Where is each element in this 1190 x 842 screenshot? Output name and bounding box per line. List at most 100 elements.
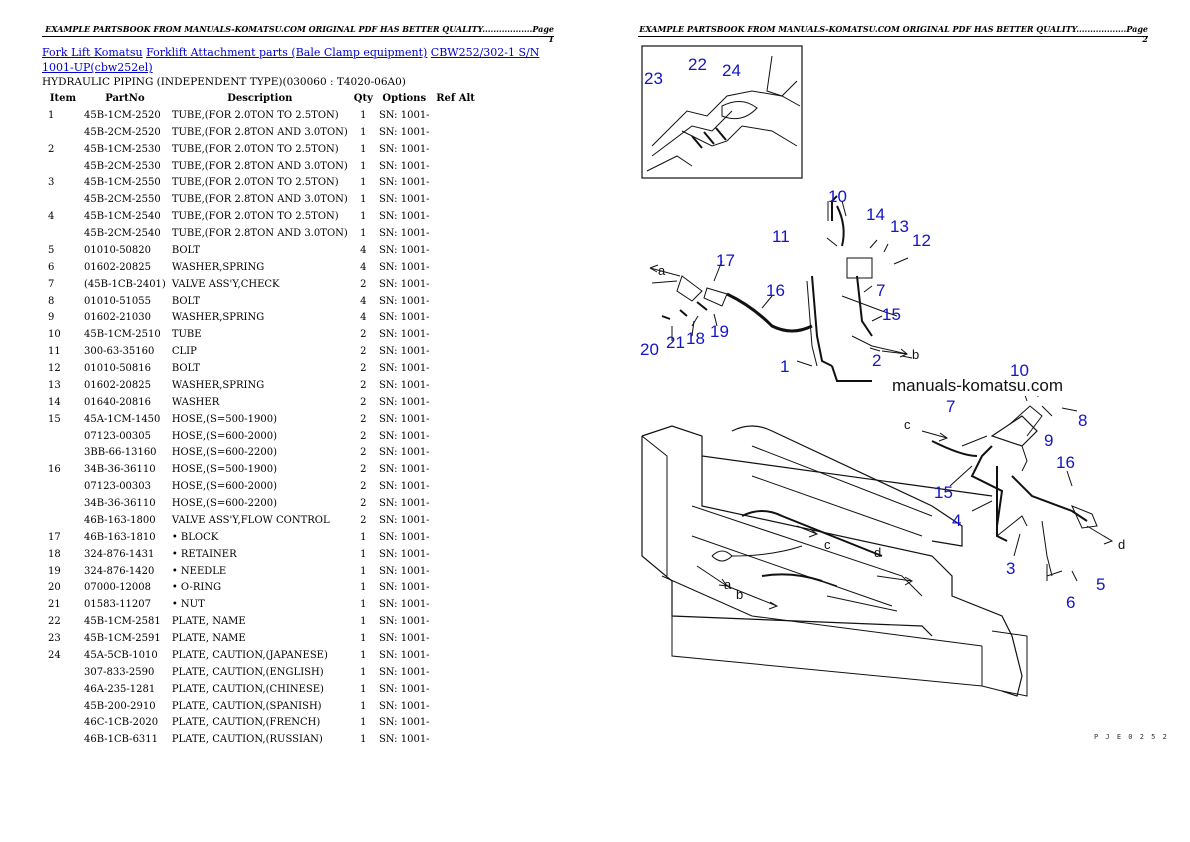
- callout-3: 3: [1006, 559, 1016, 578]
- cell-options: SN: 1001-: [378, 228, 430, 240]
- cell-refalt: [433, 411, 479, 428]
- cell-refalt: [433, 259, 479, 276]
- cell-partno: 01010-51055: [84, 295, 152, 307]
- cell-options: SN: 1001-: [378, 160, 430, 172]
- cell-qty: 1: [360, 143, 367, 155]
- cell-partno: 45B-2CM-2520: [84, 126, 161, 138]
- cell-description: WASHER,SPRING: [171, 261, 265, 273]
- cell-partno: 01583-11207: [84, 599, 152, 611]
- cell-options: SN: 1001-: [378, 346, 430, 358]
- cell-item: 7: [48, 278, 55, 290]
- cell-description: PLATE, CAUTION,(RUSSIAN): [171, 734, 323, 746]
- cell-refalt: [433, 276, 479, 293]
- cell-partno: 324-876-1431: [84, 548, 155, 560]
- cell-options: SN: 1001-: [378, 126, 430, 138]
- cell-options: SN: 1001-: [378, 649, 430, 661]
- cell-options: SN: 1001-: [378, 683, 430, 695]
- cell-qty: 2: [360, 379, 367, 391]
- cell-item: 24: [48, 649, 61, 661]
- breadcrumb-link-attachment[interactable]: Forklift Attachment parts (Bale Clamp eq…: [146, 46, 428, 59]
- cell-partno: 45B-2CM-2530: [84, 160, 161, 172]
- direction-d-upper: d: [1118, 537, 1126, 552]
- cell-item: [42, 681, 81, 698]
- cell-qty: 1: [360, 717, 367, 729]
- cell-item: [42, 124, 81, 141]
- cell-item: 2: [48, 143, 55, 155]
- cell-partno: 46A-235-1281: [84, 683, 156, 695]
- cell-qty: 1: [360, 666, 367, 678]
- cell-refalt: [433, 715, 479, 732]
- callout-15-lower: 15: [934, 483, 953, 502]
- callout-7-upper: 7: [876, 281, 886, 300]
- breadcrumb-link-model[interactable]: CBW252/302-1 S/N 1001-UP(cbw252el): [42, 46, 540, 74]
- cell-options: SN: 1001-: [378, 464, 430, 476]
- cell-refalt: [433, 124, 479, 141]
- cell-options: SN: 1001-: [378, 177, 430, 189]
- cell-qty: 1: [360, 683, 367, 695]
- cell-qty: 1: [360, 531, 367, 543]
- col-header-item: Item: [49, 93, 77, 104]
- cell-refalt: [433, 225, 479, 242]
- cell-description: BOLT: [171, 295, 201, 307]
- cell-qty: 2: [360, 498, 367, 510]
- cell-refalt: [433, 681, 479, 698]
- cell-description: HOSE,(S=500-1900): [171, 464, 278, 476]
- cell-refalt: [433, 647, 479, 664]
- breadcrumb-link-fork-lift[interactable]: Fork Lift Komatsu: [42, 46, 143, 59]
- cell-partno: 46B-1CB-6311: [84, 734, 159, 746]
- cell-qty: 1: [360, 228, 367, 240]
- cell-qty: 2: [360, 514, 367, 526]
- callout-16-upper: 16: [766, 281, 785, 300]
- cell-options: SN: 1001-: [378, 379, 430, 391]
- cell-refalt: [433, 563, 479, 580]
- cell-item: 15: [48, 413, 61, 425]
- cell-options: SN: 1001-: [378, 548, 430, 560]
- cell-qty: 1: [360, 616, 367, 628]
- cell-description: TUBE,(FOR 2.8TON AND 3.0TON): [171, 194, 348, 206]
- cell-qty: 2: [360, 329, 367, 341]
- cell-options: SN: 1001-: [378, 430, 430, 442]
- cell-description: WASHER,SPRING: [171, 379, 265, 391]
- cell-qty: 1: [360, 734, 367, 746]
- cell-refalt: [433, 580, 479, 597]
- cell-qty: 1: [360, 160, 367, 172]
- direction-a-lower: a: [724, 577, 732, 592]
- cell-partno: 45A-5CB-1010: [84, 649, 158, 661]
- cell-qty: 1: [360, 700, 367, 712]
- cell-options: SN: 1001-: [378, 531, 430, 543]
- callout-2: 2: [872, 351, 882, 370]
- cell-item: [42, 428, 81, 445]
- cell-refalt: [433, 529, 479, 546]
- col-header-options: Options: [382, 93, 427, 104]
- cell-qty: 4: [360, 244, 367, 256]
- cell-partno: 45B-1CM-2540: [84, 211, 161, 223]
- col-header-qty: Qty: [353, 93, 373, 104]
- cell-item: 13: [48, 379, 61, 391]
- cell-partno: 45B-1CM-2550: [84, 177, 161, 189]
- cell-refalt: [433, 698, 479, 715]
- callout-18: 18: [686, 329, 705, 348]
- callout-22: 22: [688, 55, 707, 74]
- cell-options: SN: 1001-: [378, 481, 430, 493]
- cell-options: SN: 1001-: [378, 211, 430, 223]
- cell-partno: 45B-200-2910: [84, 700, 156, 712]
- cell-item: 18: [48, 548, 61, 560]
- cell-item: 23: [48, 633, 61, 645]
- callout-5: 5: [1096, 575, 1106, 594]
- cell-partno: 34B-36-36110: [84, 464, 156, 476]
- cell-item: 11: [48, 346, 61, 358]
- cell-item: [42, 495, 81, 512]
- cell-refalt: [433, 343, 479, 360]
- cell-item: 4: [48, 211, 55, 223]
- cell-refalt: [433, 495, 479, 512]
